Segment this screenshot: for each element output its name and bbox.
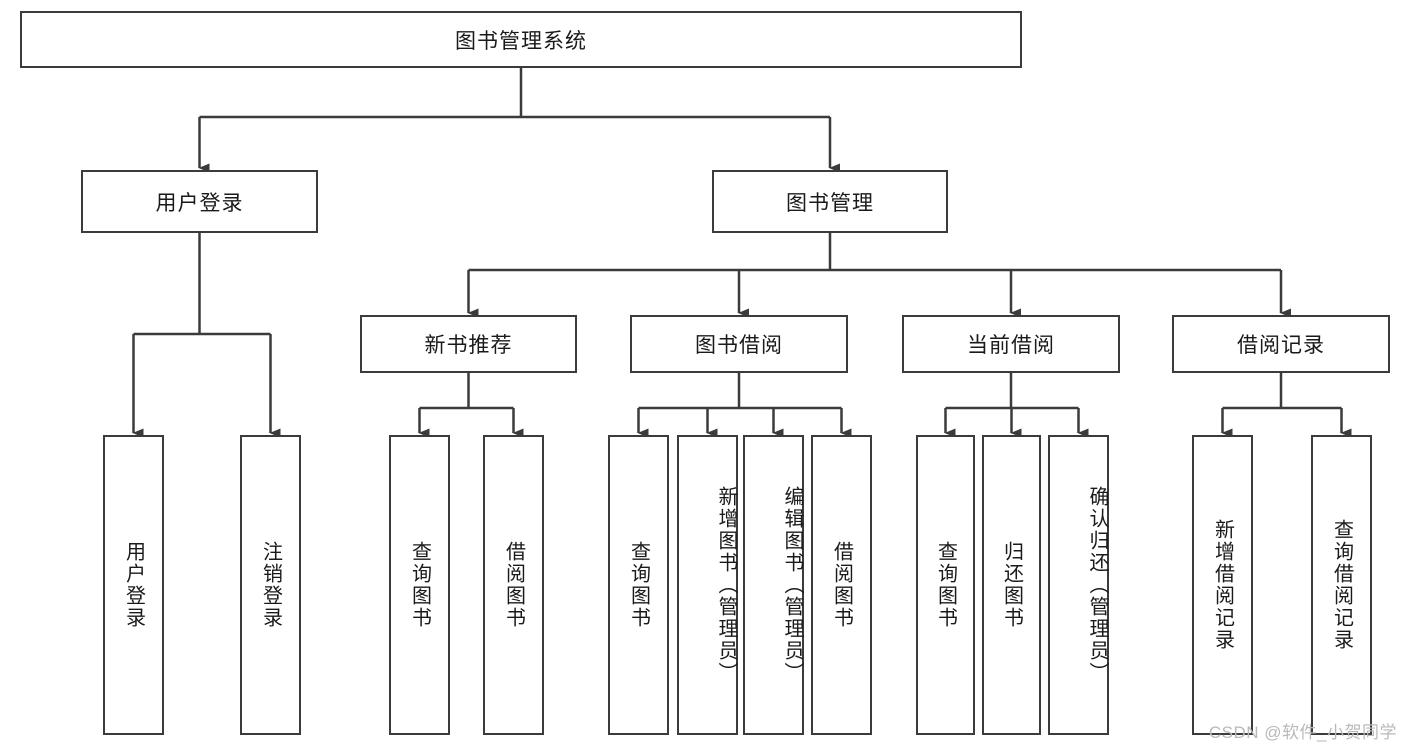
node-borrow-record[interactable]: 借阅记录 [1172,315,1390,373]
node-label: 查询借阅记录 [1330,519,1353,651]
node-label: 新书推荐 [424,334,513,357]
node-label: 查询图书 [627,541,650,629]
node-leaf-user-login[interactable]: 用户登录 [103,435,164,735]
node-leaf-borrow-book-1[interactable]: 借阅图书 [483,435,544,735]
node-label: 当前借阅 [967,334,1055,357]
node-leaf-add-book[interactable]: 新增图书（管理员） [677,435,738,735]
node-leaf-borrow-book-2[interactable]: 借阅图书 [811,435,872,735]
node-current-borrow[interactable]: 当前借阅 [902,315,1120,373]
node-leaf-confirm-return[interactable]: 确认归还（管理员） [1048,435,1109,735]
node-label: 归还图书 [1000,541,1023,629]
node-label: 编辑图书（管理员） [781,486,803,684]
node-label: 新增图书（管理员） [715,486,737,684]
watermark-label: CSDN @软件_小贺同学 [1208,723,1397,742]
node-label: 确认归还（管理员） [1086,486,1108,684]
node-label: 用户登录 [122,541,145,629]
node-leaf-edit-book[interactable]: 编辑图书（管理员） [743,435,804,735]
node-label: 借阅图书 [502,541,525,629]
node-new-book-rec[interactable]: 新书推荐 [360,315,577,373]
node-label: 注销登录 [259,541,282,629]
node-label: 查询图书 [934,541,957,629]
node-label: 图书管理系统 [455,29,587,53]
node-label: 查询图书 [408,541,431,629]
node-user-login[interactable]: 用户登录 [81,170,318,233]
node-book-manage[interactable]: 图书管理 [712,170,948,233]
node-leaf-return-book[interactable]: 归还图书 [982,435,1041,735]
node-root[interactable]: 图书管理系统 [20,11,1022,68]
node-label: 新增借阅记录 [1211,519,1234,651]
node-book-borrow[interactable]: 图书借阅 [630,315,848,373]
node-label: 图书管理 [786,191,874,215]
edge-group [132,68,1352,438]
node-leaf-query-book-3[interactable]: 查询图书 [916,435,975,735]
node-leaf-query-record[interactable]: 查询借阅记录 [1311,435,1372,735]
node-label: 借阅记录 [1237,334,1325,357]
node-leaf-logout[interactable]: 注销登录 [240,435,301,735]
node-leaf-query-book-1[interactable]: 查询图书 [389,435,450,735]
node-label: 借阅图书 [830,541,853,629]
node-label: 用户登录 [155,191,244,215]
node-label: 图书借阅 [695,334,783,357]
node-leaf-query-book-2[interactable]: 查询图书 [608,435,669,735]
node-leaf-add-record[interactable]: 新增借阅记录 [1192,435,1253,735]
